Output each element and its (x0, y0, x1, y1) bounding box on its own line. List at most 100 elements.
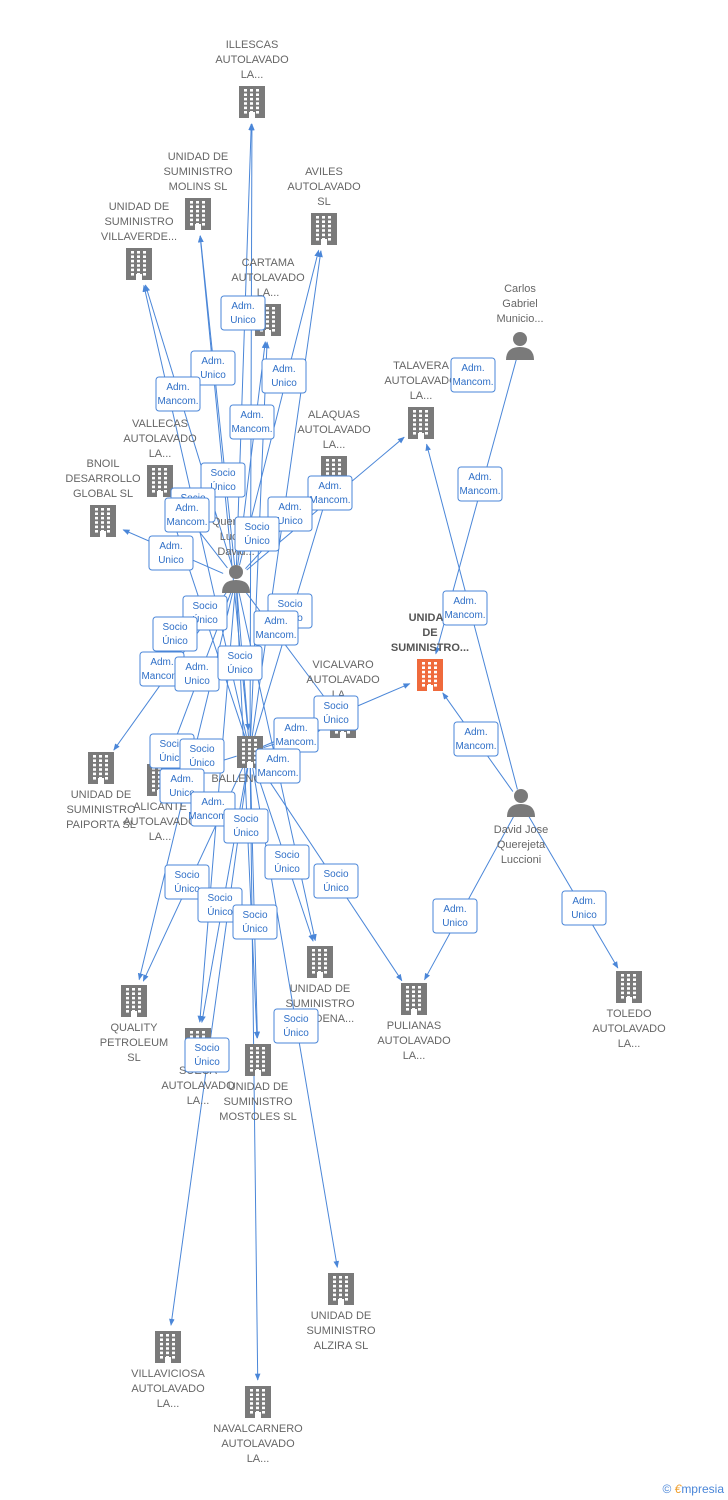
badge-text: Mancom. (455, 741, 496, 752)
node-navalcarnero[interactable]: NAVALCARNEROAUTOLAVADOLA... (213, 1386, 303, 1465)
badge-text: Mancom.... (188, 811, 237, 822)
badges-layer: Adm.UnicoAdm.UnicoAdm.Mancom.Adm.UnicoAd… (139, 295, 607, 1073)
relation-badge[interactable]: Adm.Mancom. (155, 376, 201, 412)
node-villaverde[interactable]: UNIDAD DESUMINISTROVILLAVERDE... (101, 201, 177, 280)
relation-badge[interactable]: Adm.Unico (174, 656, 220, 692)
node-label: SUMINISTRO (285, 998, 355, 1010)
relation-badge[interactable]: Adm.Unico (190, 350, 236, 386)
relation-badge[interactable]: Adm.Unico (561, 890, 607, 926)
building-icon (408, 407, 434, 439)
badge-text: Socio (159, 739, 184, 750)
relation-badge[interactable]: Adm.Mancom. (453, 721, 499, 757)
node-label: AUTOLAVADO (215, 54, 289, 66)
badge-text: Único (174, 882, 200, 895)
building-icon (245, 1386, 271, 1418)
badge-text: Único (283, 1026, 309, 1039)
person-icon (507, 789, 535, 817)
badge-text: Adm. (461, 363, 484, 374)
node-label: UNIDAD DE (290, 983, 351, 995)
node-carlos[interactable]: CarlosGabrielMunicio... (496, 283, 544, 360)
badge-text: Único (227, 663, 253, 676)
node-label: AUTOLAVADO (131, 1383, 205, 1395)
badge-text: Unico (158, 555, 184, 566)
node-label: VICALVARO (312, 659, 374, 671)
relation-badge[interactable]: Adm.Mancom. (164, 497, 210, 533)
badge-text: Unico (184, 676, 210, 687)
badge-text: Adm. (443, 904, 466, 915)
badge-text: Mancom. (309, 495, 350, 506)
relation-badge[interactable]: Adm.Mancom. (450, 357, 496, 393)
relation-badge[interactable]: Adm.Mancom. (273, 717, 319, 753)
node-toledo[interactable]: TOLEDOAUTOLAVADOLA... (592, 971, 666, 1050)
node-label: UNIDAD DE (109, 201, 170, 213)
node-illescas[interactable]: ILLESCASAUTOLAVADOLA... (215, 39, 289, 118)
node-label: AUTOLAVADO (377, 1035, 451, 1047)
relation-badge[interactable]: Adm.Mancom. (229, 404, 275, 440)
building-icon (185, 198, 211, 230)
node-pulianas[interactable]: PULIANASAUTOLAVADOLA... (377, 983, 451, 1062)
node-label: UNIDAD DE (168, 151, 229, 163)
node-villaviciosa[interactable]: VILLAVICIOSAAUTOLAVADOLA... (131, 1331, 206, 1410)
node-label: QUALITY (110, 1022, 158, 1034)
relation-badge[interactable]: Adm.Mancom. (307, 475, 353, 511)
badge-text: Socio (283, 1014, 308, 1025)
node-label: AUTOLAVADO (231, 272, 305, 284)
badge-text: Socio (192, 601, 217, 612)
relation-badge[interactable]: Adm.Mancom. (253, 610, 299, 646)
relation-badge[interactable]: Adm.Mancom. (442, 590, 488, 626)
relation-badge[interactable]: Adm. Mancom. (457, 466, 503, 502)
badge-text: Socio (274, 850, 299, 861)
node-label: ALICANTE (133, 801, 187, 813)
relation-badge[interactable]: Adm.Unico (432, 898, 478, 934)
badge-text: Único (233, 826, 259, 839)
badge-text: Socio (194, 1043, 219, 1054)
node-label: SUMINISTRO (104, 216, 174, 228)
node-focus[interactable]: UNIDADDESUMINISTRO... (391, 612, 469, 691)
relation-badge[interactable]: Adm.Unico (220, 295, 266, 331)
node-label: LA... (157, 1398, 180, 1410)
node-label: AUTOLAVADO (287, 181, 361, 193)
node-label: SUMINISTRO (163, 166, 233, 178)
badge-text: Mancom. (157, 396, 198, 407)
relation-badge[interactable]: Adm.Unico (148, 535, 194, 571)
node-label: LA... (247, 1453, 270, 1465)
badge-text: Único (323, 713, 349, 726)
node-talavera[interactable]: TALAVERAAUTOLAVADOLA... (384, 360, 458, 439)
node-label: MOSTOLES SL (219, 1111, 296, 1123)
relation-badge[interactable]: Adm.Unico (261, 358, 307, 394)
edge-david-pulianas (424, 815, 515, 981)
building-icon (88, 752, 114, 784)
node-label: VALLECAS (132, 418, 188, 430)
badge-text: Único (210, 480, 236, 493)
badge-text: Unico (277, 516, 303, 527)
node-label: AUTOLAVADO (592, 1023, 666, 1035)
node-alicante[interactable]: ALICANTEAUTOLAVADOLA... (123, 764, 197, 843)
relation-badge[interactable]: Adm.Mancom. (255, 748, 301, 784)
edge-ballenoil-aviles (251, 250, 323, 739)
node-vallecas[interactable]: VALLECASAUTOLAVADOLA... (123, 418, 197, 497)
badge-text: Adm. (468, 472, 491, 483)
node-label: LA... (618, 1038, 641, 1050)
badge-text: Mancom. (459, 486, 500, 497)
